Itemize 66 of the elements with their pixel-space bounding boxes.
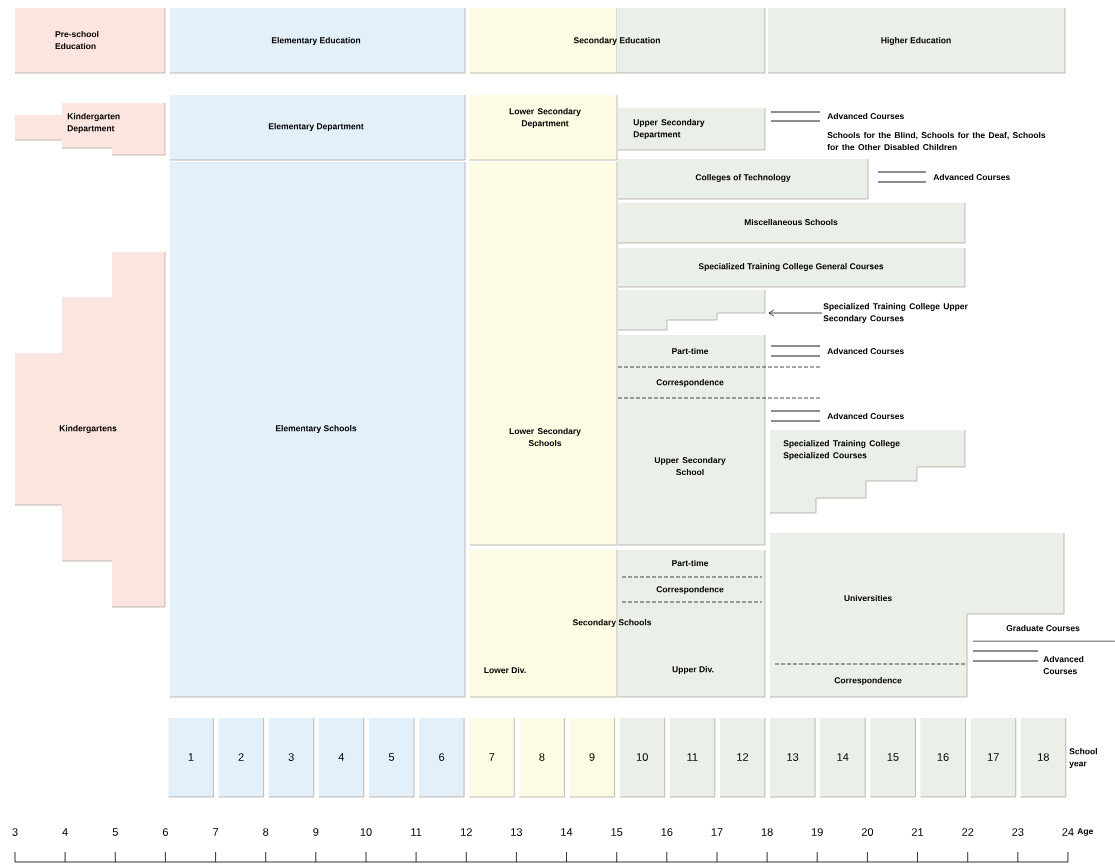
age-number: 7 bbox=[213, 828, 219, 836]
age-number: 4 bbox=[62, 828, 68, 836]
age-number: 12 bbox=[461, 828, 472, 836]
age-number: 22 bbox=[962, 828, 974, 836]
category-header: Higher Education bbox=[767, 7, 1066, 74]
age-number: 8 bbox=[263, 828, 269, 836]
age-number: 6 bbox=[162, 828, 168, 836]
category-header: Elementary Education bbox=[169, 7, 466, 74]
category-header: Pre-school Education bbox=[14, 7, 166, 74]
node-label: Upper Div. bbox=[672, 666, 714, 674]
age-number: 11 bbox=[411, 828, 422, 836]
age-number: 21 bbox=[911, 828, 924, 836]
school-year-box: 9 bbox=[569, 717, 615, 798]
school-year-box: 4 bbox=[318, 717, 365, 798]
category-header: Secondary Education bbox=[469, 7, 766, 74]
age-number: 16 bbox=[661, 828, 673, 836]
department-box: Elementary Department bbox=[169, 94, 466, 161]
label-text: Advanced Courses bbox=[827, 347, 904, 355]
department-box: Upper Secondary Department bbox=[617, 107, 766, 151]
school-year-box: 13 bbox=[769, 717, 816, 798]
label-text: Schools for the Blind, Schools for the Deaf, Schools for the Other Disabled Children bbox=[827, 131, 1046, 151]
school-box: Colleges of Technology bbox=[617, 158, 869, 200]
age-number: 15 bbox=[611, 828, 623, 836]
stepped-box bbox=[617, 289, 766, 331]
school-year-box: 5 bbox=[368, 717, 415, 798]
school-box: Specialized Training College General Courses bbox=[617, 247, 966, 288]
age-number: 17 bbox=[711, 828, 723, 836]
age-number: 9 bbox=[313, 828, 319, 836]
school-year-box: 7 bbox=[468, 717, 515, 798]
school-year-box: 15 bbox=[870, 717, 916, 798]
age-number: 14 bbox=[561, 828, 573, 836]
age-number: 20 bbox=[861, 828, 874, 836]
school-year-box: 16 bbox=[920, 717, 966, 798]
age-number: 18 bbox=[761, 828, 773, 836]
school-box: Part-time Correspondence Secondary Schools Lower Div. Upper Div. bbox=[469, 549, 766, 698]
label-text: Age bbox=[1077, 828, 1093, 836]
school-year-box: 2 bbox=[218, 717, 264, 798]
age-number: 24 bbox=[1062, 828, 1074, 836]
school-year-box: 11 bbox=[669, 717, 716, 798]
stepped-box: Specialized Training College Specialized Courses bbox=[769, 429, 966, 514]
school-year-box: 6 bbox=[418, 717, 465, 798]
label-text: Advanced Courses bbox=[933, 173, 1010, 181]
school-year-box: 10 bbox=[619, 717, 666, 798]
node-label: Part-time bbox=[672, 559, 709, 567]
stepped-box: Kindergartens bbox=[14, 251, 166, 608]
age-number: 19 bbox=[811, 828, 823, 836]
age-number: 5 bbox=[112, 828, 118, 836]
school-box: Miscellaneous Schools bbox=[617, 202, 966, 244]
label-text: Advanced Courses bbox=[827, 112, 904, 120]
age-number: 3 bbox=[12, 828, 18, 836]
school-year-box: 18 bbox=[1020, 717, 1067, 798]
age-number: 13 bbox=[511, 828, 523, 836]
node-label: Correspondence bbox=[656, 586, 724, 594]
age-number: 23 bbox=[1012, 828, 1024, 836]
label-text: Advanced Courses bbox=[827, 412, 904, 420]
stepped-box: Kindergarten Department bbox=[14, 102, 166, 156]
school-year-box: 17 bbox=[970, 717, 1017, 798]
callout-text: Specialized Training College Upper Secondary Courses bbox=[823, 303, 968, 323]
arrow bbox=[768, 309, 823, 317]
school-year-box: 8 bbox=[519, 717, 565, 798]
department-box: Lower Secondary Department bbox=[469, 94, 618, 161]
school-year-box: 12 bbox=[719, 717, 766, 798]
school-year-box: 1 bbox=[168, 717, 214, 798]
age-number: 10 bbox=[360, 828, 372, 836]
school-year-box: 3 bbox=[268, 717, 315, 798]
school-year-box: 14 bbox=[819, 717, 866, 798]
